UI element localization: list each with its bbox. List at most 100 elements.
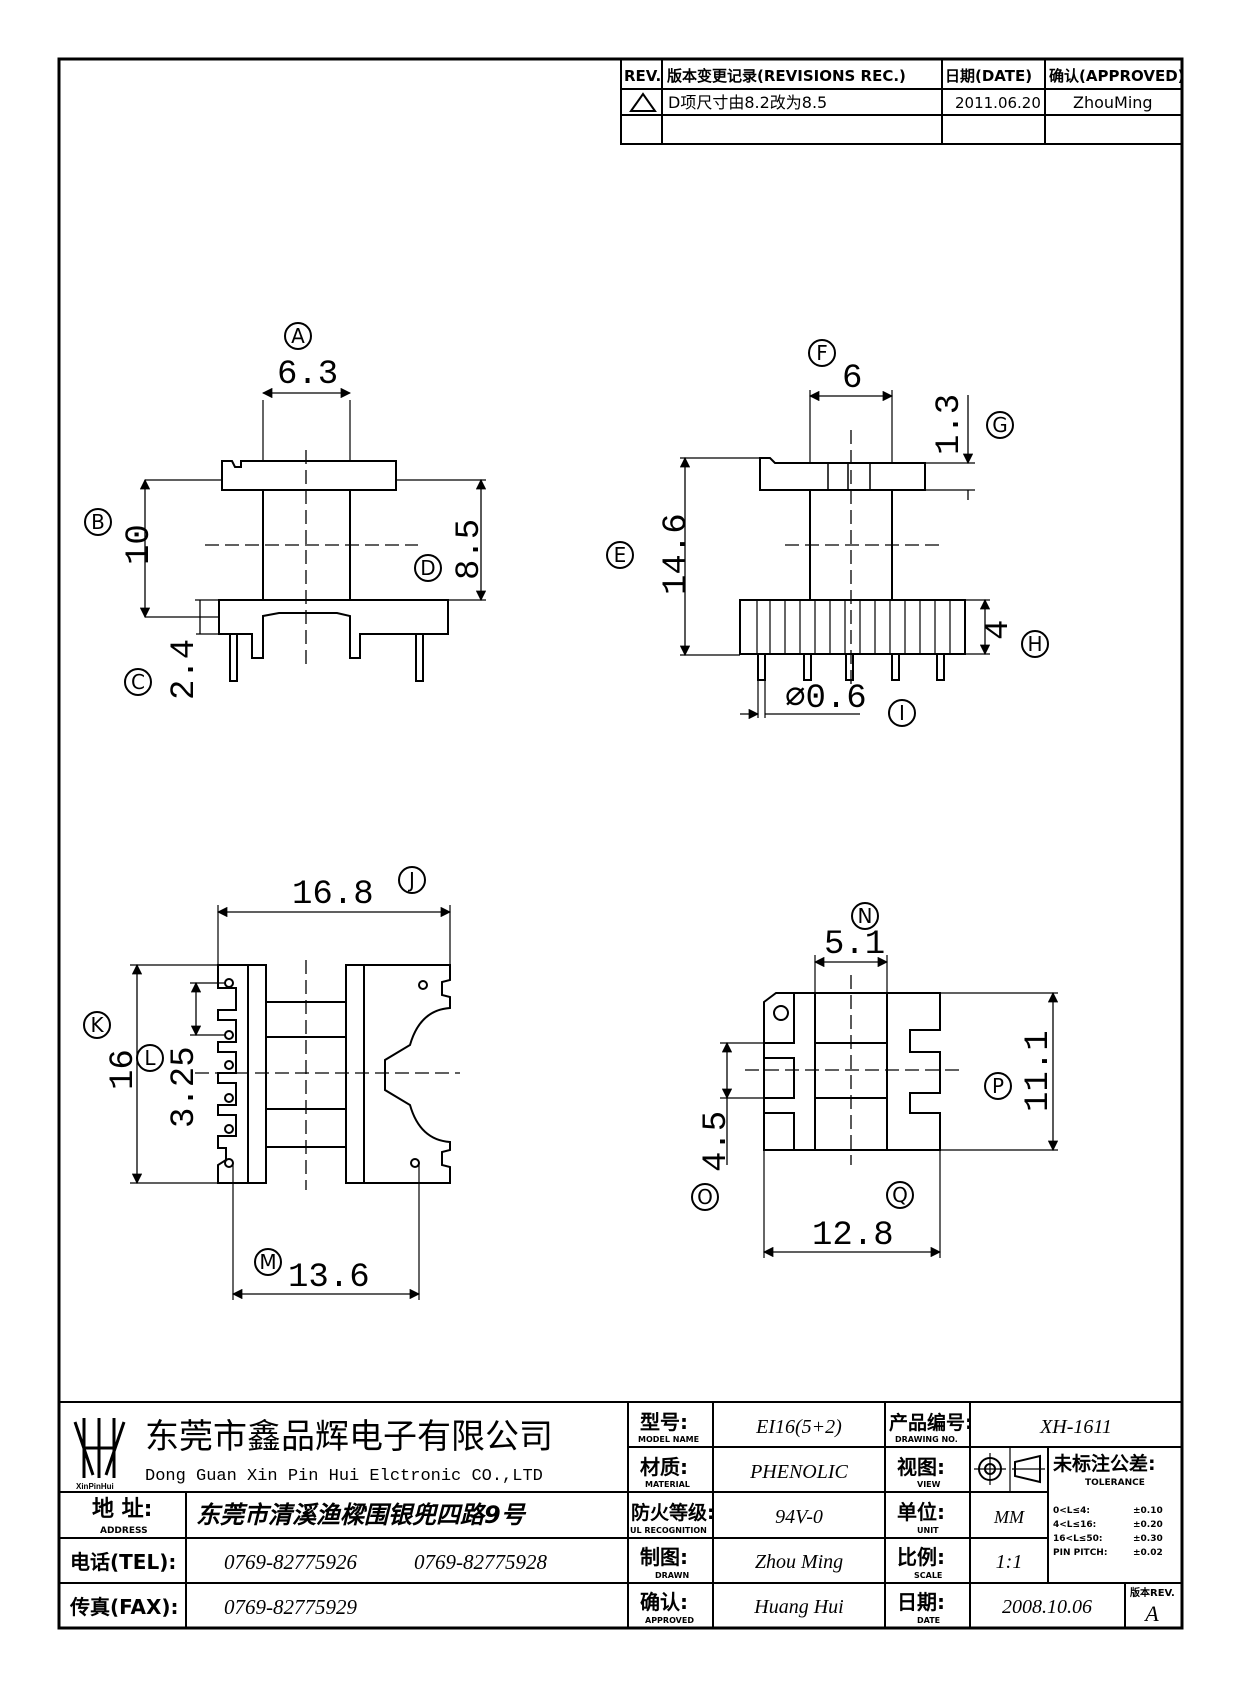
title-block-grid: [59, 1401, 1182, 1628]
unit-label-en: UNIT: [917, 1526, 939, 1535]
tel-label: 电话(TEL):: [70, 1550, 176, 1574]
fax-label: 传真(FAX):: [69, 1595, 179, 1619]
label-b: B: [91, 510, 105, 534]
fire-value: 94V-0: [775, 1506, 823, 1528]
view2-dimensions: [679, 390, 991, 720]
label-a-circle: [284, 322, 312, 350]
view3-centerlines: [195, 960, 460, 1190]
revision-triangle-icon: [629, 92, 657, 112]
dim-p: 11.1: [1020, 1030, 1058, 1112]
label-m-circle: [254, 1248, 282, 1276]
sheet-border: [57, 57, 1184, 1630]
revision-table: [620, 58, 1183, 145]
label-n: N: [858, 904, 873, 928]
label-c-circle: [124, 668, 152, 696]
label-k-circle: [83, 1011, 111, 1039]
company-name-cn: 东莞市鑫品辉电子有限公司: [145, 1417, 553, 1457]
tolerance-title-en: TOLERANCE: [1085, 1478, 1145, 1488]
label-j-circle: [398, 866, 426, 894]
dim-j: 16.8: [292, 876, 374, 914]
dim-d: 8.5: [451, 519, 489, 580]
label-d: D: [420, 556, 435, 580]
label-m: M: [259, 1250, 276, 1274]
material-label-en: MATERIAL: [645, 1480, 690, 1489]
tel-1: 0769-82775926: [224, 1550, 357, 1574]
address-label-en: ADDRESS: [100, 1526, 148, 1536]
scale-value: 1:1: [996, 1551, 1023, 1573]
tolerance-range-1: 0<L≤4:: [1053, 1506, 1090, 1516]
approved-label: 确认:: [640, 1590, 688, 1614]
address-label: 地 址:: [92, 1497, 152, 1522]
view2-centerlines: [785, 430, 940, 690]
date-value: 2008.10.06: [1002, 1596, 1092, 1618]
model-label: 型号:: [640, 1410, 688, 1434]
logo-text: XinPinHui: [76, 1482, 114, 1491]
date-header: 日期(DATE): [945, 67, 1032, 85]
dim-l: 3.25: [166, 1046, 204, 1128]
fire-label: 防火等级:: [631, 1501, 715, 1524]
dim-g: 1.3: [931, 394, 969, 455]
label-q: Q: [892, 1183, 908, 1207]
drawing-no-label-en: DRAWING NO.: [895, 1435, 958, 1444]
label-o: O: [697, 1185, 713, 1209]
label-h: H: [1027, 632, 1042, 656]
dim-h: 4: [980, 620, 1018, 640]
label-q-circle: [886, 1181, 914, 1209]
rev-value: A: [1143, 1601, 1159, 1626]
label-h-circle: [1021, 630, 1049, 658]
tolerance-range-4: PIN PITCH:: [1053, 1548, 1107, 1558]
approved-header: 确认(APPROVED): [1049, 67, 1185, 85]
company-name-en: Dong Guan Xin Pin Hui Elctronic CO.,LTD: [145, 1467, 543, 1486]
label-f-circle: [808, 339, 836, 367]
unit-label: 单位:: [897, 1500, 945, 1524]
tolerance-value-2: ±0.20: [1133, 1520, 1163, 1530]
record-header: 版本变更记录(REVISIONS REC.): [667, 67, 906, 85]
view-label: 视图:: [897, 1455, 945, 1479]
scale-label: 比例:: [897, 1545, 945, 1569]
label-k: K: [90, 1013, 104, 1037]
drawn-value: Zhou Ming: [755, 1551, 843, 1573]
drawn-label: 制图:: [640, 1545, 688, 1569]
view1-dimensions: [139, 387, 487, 635]
label-d-circle: [414, 554, 442, 582]
address-value: 东莞市清溪渔樑围银兜四路9号: [196, 1501, 527, 1529]
rev-label: 版本REV.: [1130, 1586, 1175, 1599]
dim-i: ⌀0.6: [785, 680, 867, 718]
model-label-en: MODEL NAME: [638, 1435, 699, 1444]
label-i-circle: [888, 699, 916, 727]
tolerance-range-3: 16<L≤50:: [1053, 1534, 1102, 1544]
label-j: J: [407, 868, 415, 892]
label-g: G: [992, 413, 1008, 437]
label-l-circle: [136, 1044, 164, 1072]
dim-e: 14.6: [658, 513, 696, 595]
third-angle-projection-icon: [974, 1453, 1045, 1485]
scale-label-en: SCALE: [914, 1571, 942, 1580]
drawing-no-value: XH-1611: [1039, 1416, 1112, 1438]
rev-header: REV.: [624, 67, 661, 85]
unit-value: MM: [993, 1507, 1025, 1527]
model-value: EI16(5+2): [755, 1416, 842, 1438]
label-n-circle: [851, 902, 879, 930]
tolerance-value-4: ±0.02: [1133, 1548, 1163, 1558]
view4-top: [720, 955, 1058, 1258]
dim-b: 10: [121, 524, 159, 565]
dim-f: 6: [842, 360, 862, 398]
view1-front: [145, 400, 486, 682]
view1-centerlines: [205, 450, 418, 665]
dim-a: 6.3: [277, 356, 338, 394]
approved-value: Huang Hui: [753, 1596, 843, 1618]
material-value: PHENOLIC: [749, 1461, 848, 1483]
date-label: 日期:: [897, 1590, 945, 1614]
view4-dimensions: [721, 956, 1059, 1258]
revision-date: 2011.06.20: [955, 94, 1041, 112]
view-label-en: VIEW: [917, 1480, 941, 1489]
dim-c: 2.4: [166, 639, 204, 700]
view4-centerlines: [745, 975, 965, 1165]
label-l: L: [144, 1046, 156, 1070]
fax-value: 0769-82775929: [224, 1595, 357, 1619]
label-g-circle: [986, 411, 1014, 439]
label-b-circle: [84, 508, 112, 536]
material-label: 材质:: [640, 1455, 688, 1479]
label-c: C: [131, 670, 145, 694]
